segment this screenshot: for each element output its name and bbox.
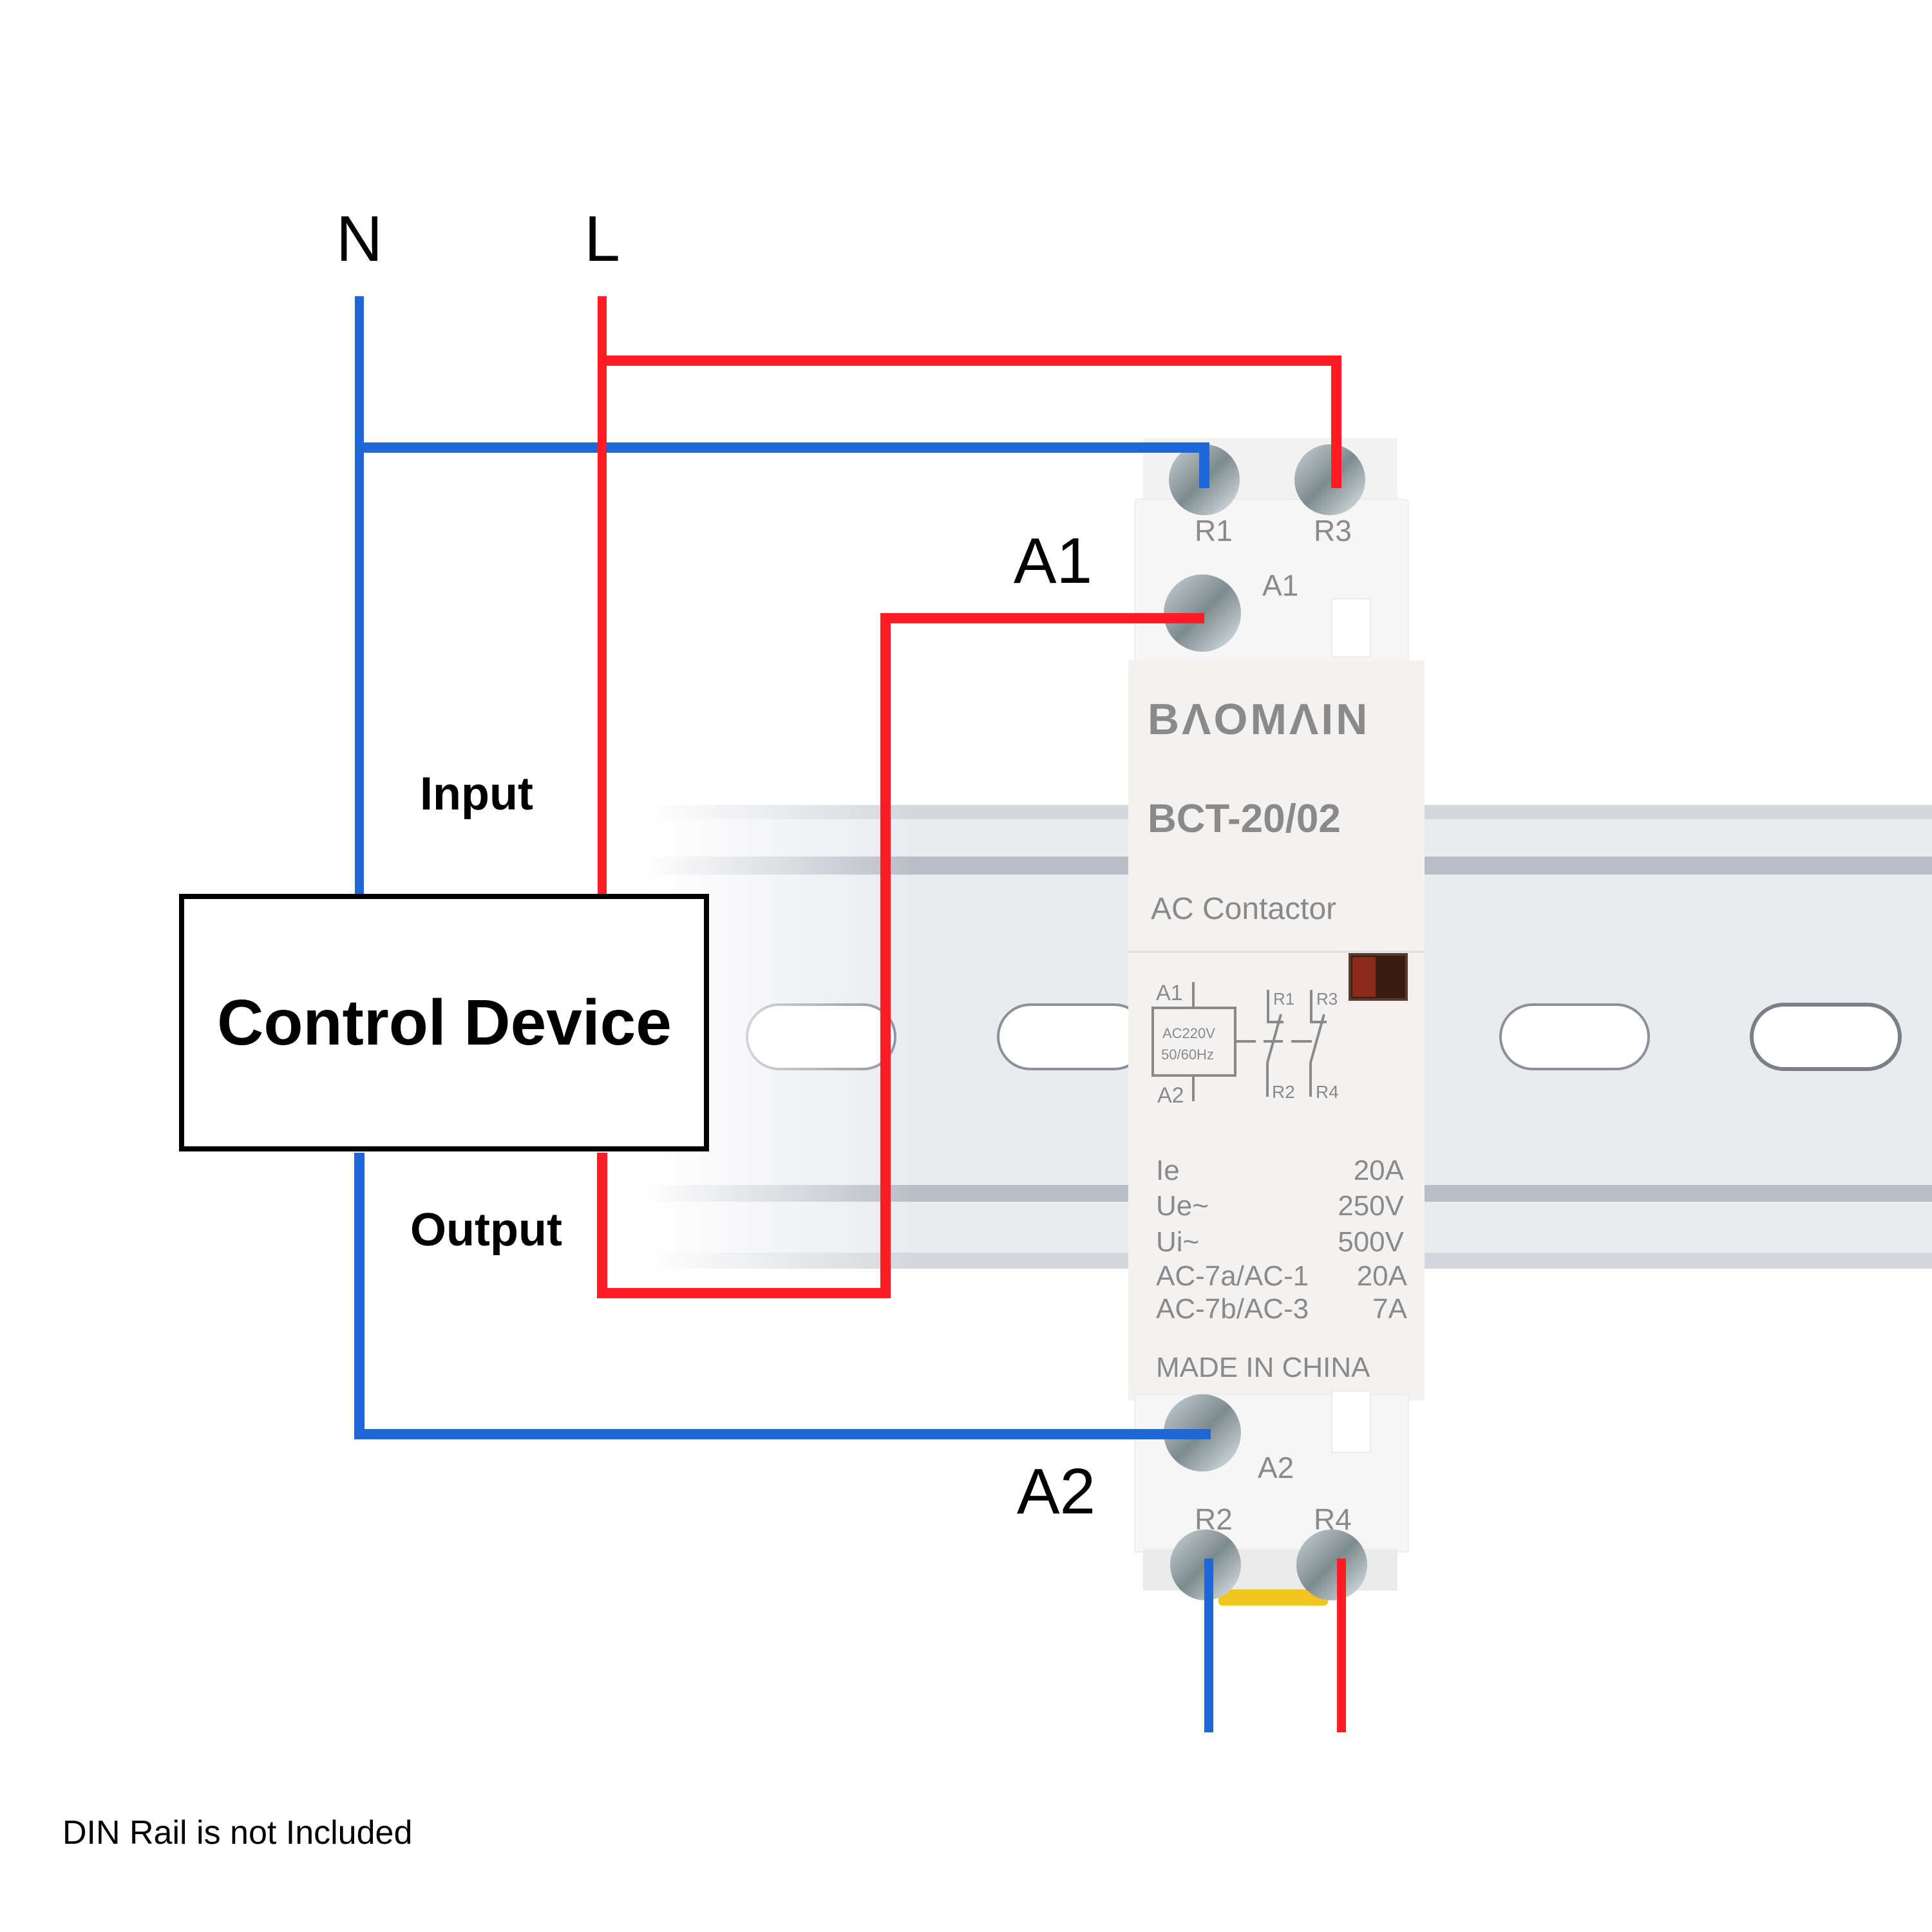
input-label: Input [420, 768, 533, 820]
neutral-label: N [336, 203, 383, 275]
spec-value: 20A [1357, 1260, 1408, 1292]
brand-logo: BΛOMΛIN [1148, 695, 1370, 744]
contactor-schematic [1151, 982, 1327, 1101]
spec-name: Ie [1156, 1155, 1180, 1186]
terminal-label-r1: R1 [1195, 514, 1233, 547]
callout-a1: A1 [1014, 525, 1092, 597]
origin-label: MADE IN CHINA [1156, 1352, 1370, 1383]
output-label: Output [410, 1204, 562, 1256]
schematic-label-r2: R2 [1272, 1082, 1295, 1102]
live-label: L [584, 203, 620, 275]
footnote: DIN Rail is not Included [62, 1814, 412, 1852]
neutral-wire-to-a2 [354, 1153, 1211, 1439]
terminal-label-r3: R3 [1314, 514, 1352, 547]
terminal-label-a2: A2 [1258, 1451, 1294, 1484]
coil-frequency: 50/60Hz [1161, 1046, 1214, 1063]
terminal-label-r4: R4 [1314, 1502, 1352, 1536]
control-device: Control Device [179, 894, 709, 1151]
schematic-label-r1: R1 [1273, 989, 1294, 1009]
schematic-label-r4: R4 [1316, 1082, 1339, 1102]
spec-value: 250V [1338, 1190, 1404, 1222]
model-number: BCT-20/02 [1148, 797, 1341, 841]
control-device-label: Control Device [217, 987, 672, 1059]
terminal-label-a1: A1 [1262, 569, 1298, 602]
coil-voltage: AC220V [1162, 1025, 1215, 1041]
terminal-screw-r3 [1294, 444, 1365, 515]
rail-slot [1499, 1003, 1650, 1070]
spec-value: 7A [1372, 1293, 1407, 1325]
contactor: R1 R3 A1 BΛOMΛIN BCT-20/02 AC Contactor … [1128, 438, 1425, 1605]
rail-slot [997, 1003, 1148, 1070]
spec-name: Ue~ [1156, 1190, 1209, 1222]
schematic-label-r3: R3 [1316, 989, 1338, 1009]
live-wire-to-a1 [597, 613, 1204, 1298]
spec-name: AC-7a/AC-1 [1156, 1260, 1309, 1292]
live-wire-to-r3 [602, 355, 1341, 488]
device-type: AC Contactor [1151, 892, 1336, 926]
spec-name: Ui~ [1156, 1226, 1199, 1258]
schematic-label-a2: A2 [1157, 1083, 1184, 1108]
spec-name: AC-7b/AC-3 [1156, 1293, 1309, 1325]
spec-value: 500V [1338, 1226, 1404, 1258]
spec-value: 20A [1354, 1155, 1405, 1186]
callout-a2: A2 [1017, 1455, 1095, 1528]
terminal-label-r2: R2 [1195, 1502, 1233, 1536]
neutral-wire-to-r1 [359, 442, 1209, 488]
rail-slot [1750, 1003, 1902, 1071]
terminal-screw-r4 [1296, 1530, 1367, 1600]
schematic-label-a1: A1 [1156, 981, 1183, 1005]
spec-table: Ie 20A Ue~ 250V Ui~ 500V AC-7a/AC-1 20A … [1156, 1155, 1408, 1325]
